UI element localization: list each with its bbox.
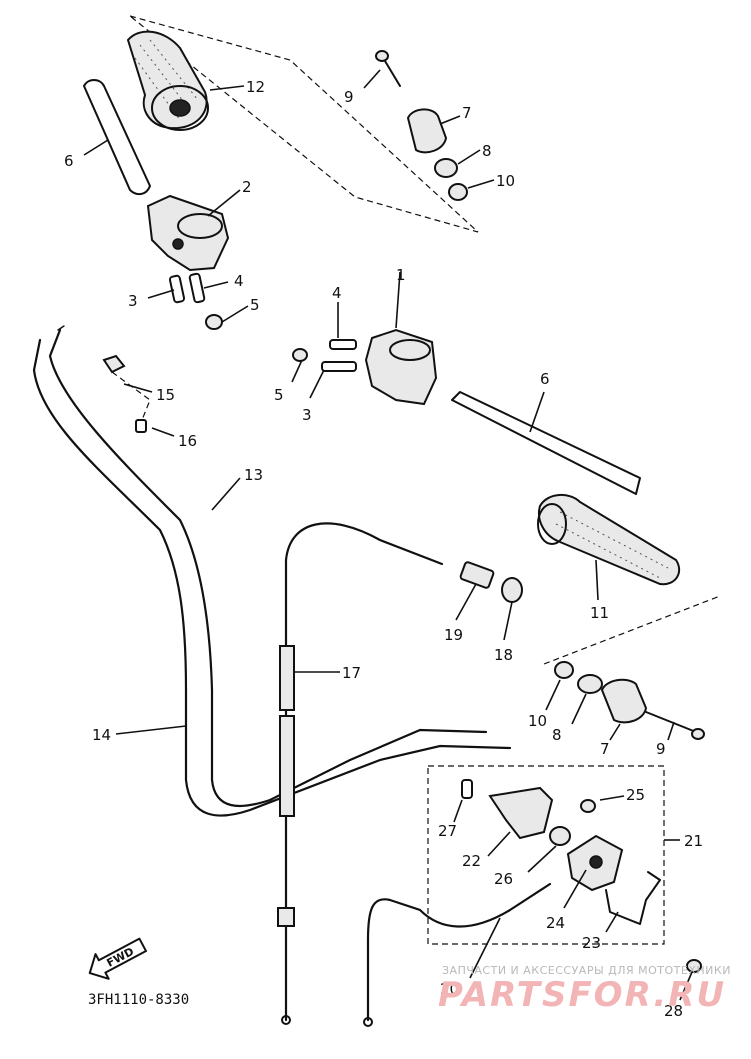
callout-6-right: 6 bbox=[540, 370, 550, 388]
callout-7-right: 7 bbox=[600, 740, 610, 758]
callout-13: 13 bbox=[244, 466, 263, 484]
part-2-throttle-housing bbox=[146, 194, 230, 272]
callout-12: 12 bbox=[246, 78, 265, 96]
part-22-lever-holder bbox=[488, 786, 554, 840]
part-5-nut-right bbox=[292, 348, 308, 362]
callout-4-right: 4 bbox=[332, 284, 342, 302]
part-6-handlebar-left bbox=[83, 79, 151, 196]
callout-8-top: 8 bbox=[482, 142, 492, 160]
callout-11: 11 bbox=[590, 604, 609, 622]
part-14-clutch-cable bbox=[32, 338, 512, 817]
callout-27: 27 bbox=[438, 822, 457, 840]
part-8-washer-top bbox=[434, 158, 458, 178]
part-10-collar-right bbox=[554, 661, 574, 679]
callout-20: 20 bbox=[440, 980, 459, 998]
callout-21: 21 bbox=[684, 832, 703, 850]
part-4-screw-right bbox=[329, 339, 357, 350]
callout-18: 18 bbox=[494, 646, 513, 664]
callout-3-right: 3 bbox=[302, 406, 312, 424]
part-5-nut-left bbox=[205, 314, 223, 330]
callout-2: 2 bbox=[242, 178, 252, 196]
group-outline-left bbox=[129, 15, 479, 233]
leader-lines bbox=[83, 69, 693, 1001]
callout-23: 23 bbox=[582, 934, 601, 952]
part-15-cable-clamp bbox=[102, 354, 151, 421]
callout-3-left: 3 bbox=[128, 292, 138, 310]
part-11-left-grip bbox=[537, 494, 681, 586]
part-9-bolt-right bbox=[645, 711, 705, 740]
part-25-screw bbox=[580, 799, 596, 813]
watermark-caption: ЗАПЧАСТИ И АКСЕССУАРЫ ДЛЯ МОТОТЕХНИКИ bbox=[442, 964, 731, 977]
group-outline-21 bbox=[427, 765, 665, 945]
part-9-bolt-top bbox=[375, 50, 401, 87]
callout-10-right: 10 bbox=[528, 712, 547, 730]
callout-25: 25 bbox=[626, 786, 645, 804]
part-8-washer-right bbox=[577, 674, 603, 694]
callout-28: 28 bbox=[664, 1002, 683, 1020]
callout-26: 26 bbox=[494, 870, 513, 888]
part-24-switch bbox=[566, 834, 624, 892]
callout-9-right: 9 bbox=[656, 740, 666, 758]
callout-9-top: 9 bbox=[344, 88, 354, 106]
part-1-switch-housing bbox=[364, 328, 438, 406]
diagram-code: 3FH1110-8330 bbox=[88, 992, 189, 1008]
fwd-arrow-icon: FWD bbox=[88, 937, 148, 980]
callout-22: 22 bbox=[462, 852, 481, 870]
part-13-throttle-cable bbox=[48, 325, 488, 808]
callout-19: 19 bbox=[444, 626, 463, 644]
part-23-bracket bbox=[605, 871, 661, 925]
callout-1: 1 bbox=[396, 266, 406, 284]
part-7-bar-end-right bbox=[600, 678, 648, 724]
part-3-screw-right bbox=[321, 361, 357, 372]
group-outline-right bbox=[543, 595, 721, 665]
part-19-adjuster bbox=[459, 561, 495, 589]
part-16-clamp-screw bbox=[135, 419, 147, 433]
part-18-locknut bbox=[501, 577, 523, 603]
part-27-screw bbox=[461, 779, 473, 799]
part-28-screw bbox=[686, 959, 702, 973]
callout-4-left: 4 bbox=[234, 272, 244, 290]
part-3-screw-left bbox=[168, 274, 186, 304]
callout-7-top: 7 bbox=[462, 104, 472, 122]
callout-16: 16 bbox=[178, 432, 197, 450]
part-7-bar-end-top bbox=[406, 108, 448, 154]
callout-15: 15 bbox=[156, 386, 175, 404]
part-12-throttle-grip bbox=[126, 30, 209, 131]
callout-10-top: 10 bbox=[496, 172, 515, 190]
part-10-collar-top bbox=[448, 183, 468, 201]
watermark-brand: PARTSFOR.RU bbox=[438, 975, 726, 1015]
callout-14: 14 bbox=[92, 726, 111, 744]
part-6-handlebar-right bbox=[451, 391, 641, 495]
part-17-choke-cable bbox=[277, 522, 444, 1025]
part-26-washer bbox=[549, 826, 571, 846]
part-20-cable bbox=[363, 882, 552, 1027]
callout-24: 24 bbox=[546, 914, 565, 932]
callout-5-left: 5 bbox=[250, 296, 260, 314]
callout-6-left: 6 bbox=[64, 152, 74, 170]
part-4-screw-left bbox=[188, 272, 206, 304]
callout-17: 17 bbox=[342, 664, 361, 682]
callout-5-right: 5 bbox=[274, 386, 284, 404]
callout-8-right: 8 bbox=[552, 726, 562, 744]
